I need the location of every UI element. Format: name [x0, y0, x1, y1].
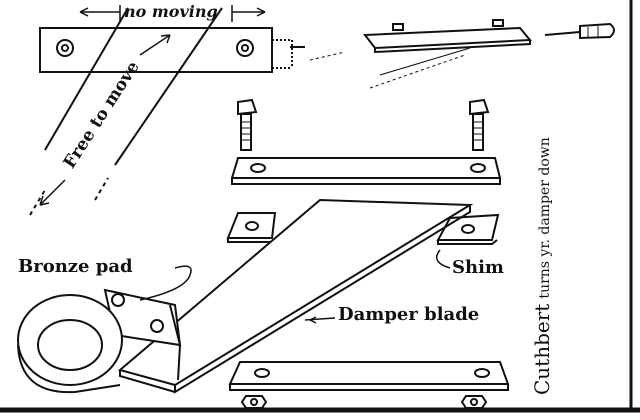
bronze-pad-leader: [139, 265, 192, 301]
sliding-strip: [29, 7, 223, 216]
damper-blade: [117, 198, 474, 394]
shim-leader: [435, 249, 451, 269]
bolt-left: [237, 98, 258, 151]
nut-left: [240, 395, 268, 409]
free-to-move-arrows: [39, 34, 171, 206]
damper-blade-label: Damper blade: [338, 304, 480, 325]
top-right-assembly: [309, 19, 533, 89]
damper-blade-arrowhead: [309, 316, 317, 324]
top-clamp-bar: [39, 27, 305, 73]
bronze-pad-ring: [17, 288, 182, 394]
nut-right: [460, 395, 488, 409]
bronze-pad-label: Bronze pad: [18, 256, 133, 277]
bolt-right: [469, 98, 490, 151]
cuthbert-caption: Cuthbert turns yr. damper down: [530, 137, 554, 395]
lower-plate: [228, 361, 510, 391]
no-moving-arrows: [79, 5, 266, 22]
cuthbert-text: turns yr. damper down: [537, 137, 553, 299]
screwdriver-icon: [544, 22, 615, 40]
upper-plate: [230, 157, 502, 185]
shim-label: Shim: [452, 257, 504, 278]
shim-left: [226, 212, 277, 243]
cuthbert-name: Cuthbert: [530, 303, 554, 395]
damper-blade-leader: [304, 317, 336, 321]
no-moving-label: no moving: [124, 2, 218, 21]
